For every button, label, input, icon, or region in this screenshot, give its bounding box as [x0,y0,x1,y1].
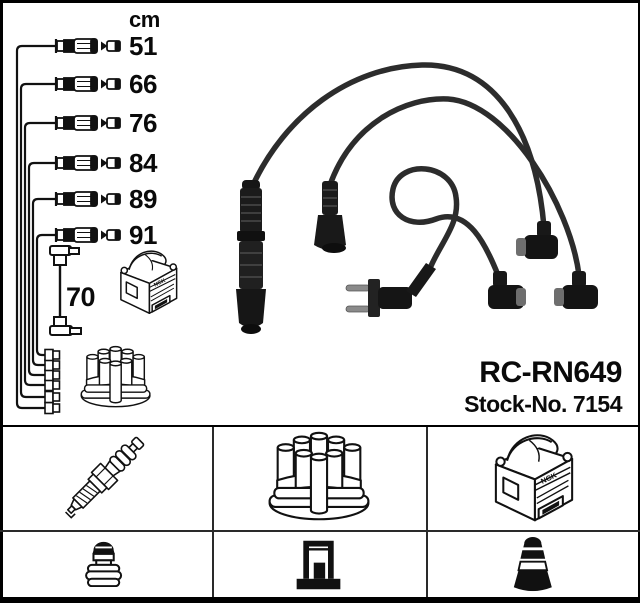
coil-wire-length-label: 70 [66,282,96,312]
ribbed-plug-boot-icon [85,541,123,588]
ignition-coil-drawing [120,250,178,315]
legend-cell-distributor-cap [214,427,426,530]
legend-cell-tapered-boot [428,532,638,597]
din-post-terminal-icon [214,532,426,597]
cable-length-label: 51 [129,31,157,61]
spark-plug-icon [57,431,150,524]
unit-header: cm [129,7,160,32]
frame-border-left [0,0,3,603]
cable-length-diagram [15,37,178,415]
pencil-boot [236,180,266,334]
cable-length-label: 76 [129,108,157,138]
part-number: RC-RN649 [479,356,622,389]
elbow-boot [488,271,526,309]
legend-cell-ribbed-boot [0,532,212,597]
legend-cell-post-terminal [214,532,426,597]
ignition-coil-icon [494,434,574,522]
distributor-cap-drawing [80,345,151,408]
section-divider [0,425,640,427]
coil-wire-drawing [49,245,82,336]
bracket-boot [345,263,436,317]
cable-length-label: 66 [129,69,157,99]
grid-vertical-2 [426,427,428,597]
cable-length-label: 84 [129,148,157,178]
legend-cell-ignition-coil [428,427,638,530]
cable-length-label: 91 [129,220,157,250]
frame-border-top [0,0,640,3]
grid-row-divider [0,530,640,532]
grid-vertical-1 [212,427,214,597]
elbow-boot [516,221,558,259]
legend-cell-spark-plug [0,427,212,530]
cable-length-label: 89 [129,184,157,214]
tapered-plug-boot-icon [512,536,553,592]
distributor-cap-icon [268,431,370,521]
ignition-lead-set-photo [236,62,598,334]
straight-boot [314,181,346,253]
frame-border-bottom [0,597,640,603]
stock-number: Stock-No. 7154 [464,391,622,417]
frame-border-right [638,0,640,603]
elbow-boot [554,271,598,309]
